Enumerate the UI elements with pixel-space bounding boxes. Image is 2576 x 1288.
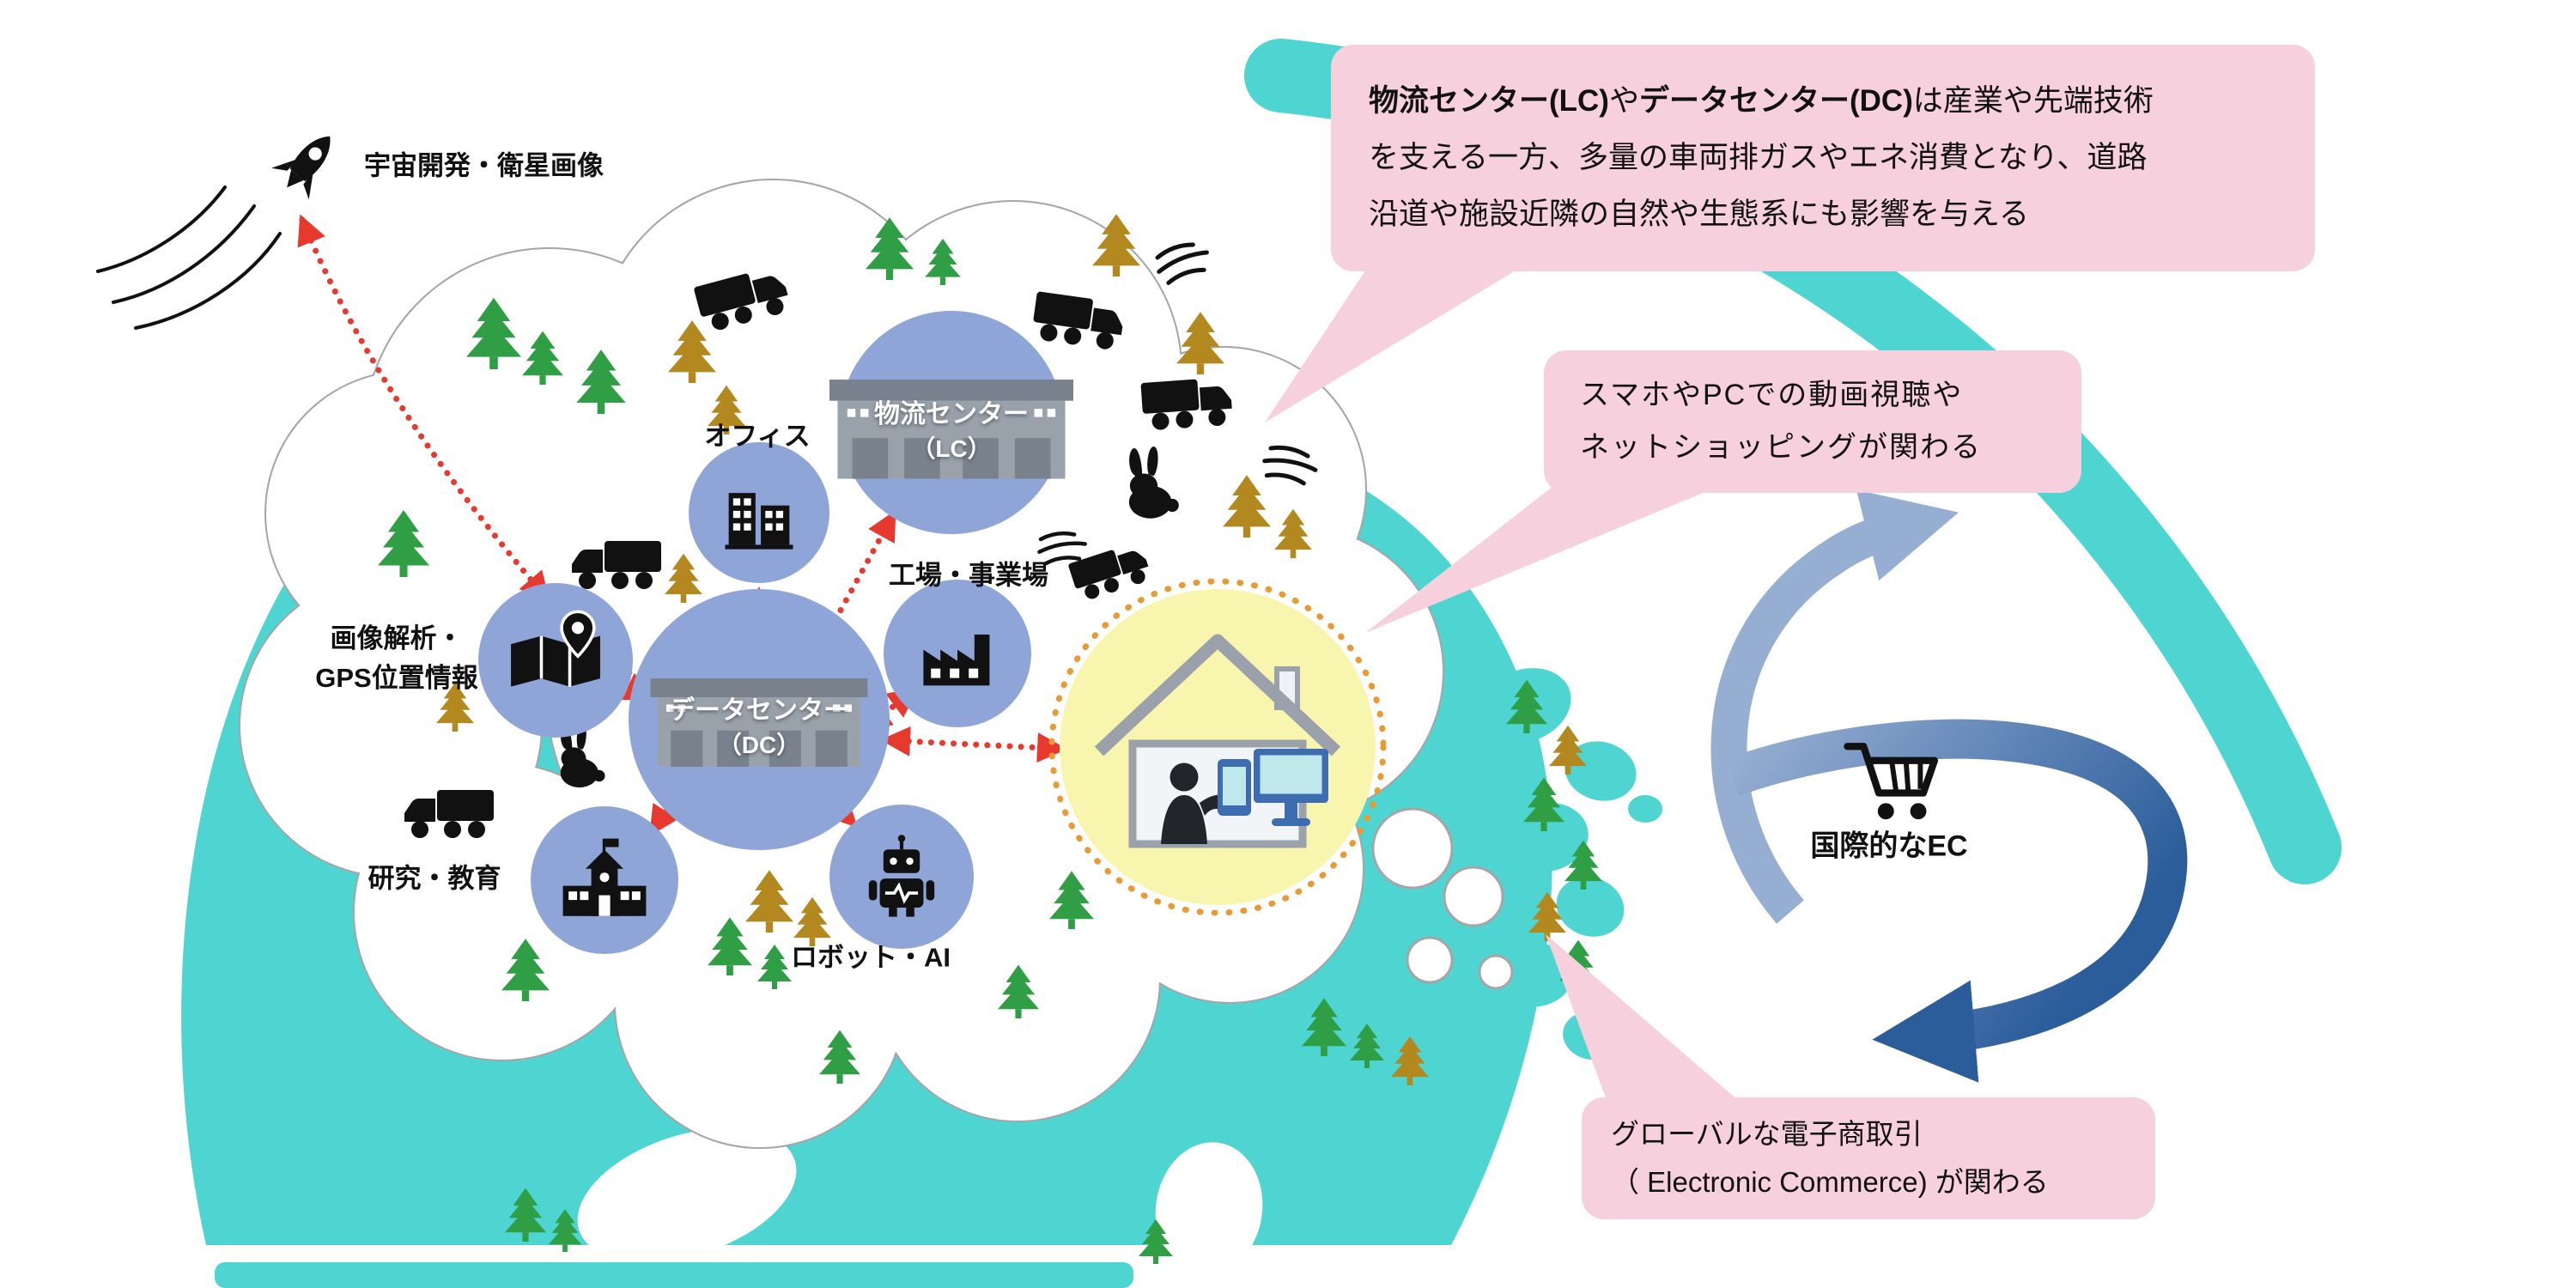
callout-impact-line1: 物流センター(LC)やデータセンター(DC)は産業や先端技術 (1369, 73, 2277, 130)
rocket-icon (271, 136, 331, 200)
factory-icon (923, 635, 990, 686)
callout-impact-tail (1265, 258, 1537, 422)
office-building-icon (725, 493, 793, 550)
rocket-trail-lines (96, 185, 282, 330)
ec-arrow-up (1710, 489, 1959, 924)
logistics-label-line2: （LC） (911, 435, 992, 462)
callout-impact-rest: は産業や先端技術 (1912, 84, 2154, 118)
ec-label: 国際的なEC (1810, 829, 1968, 863)
warehouse-icon-lc (829, 380, 1073, 479)
callout-impact-line2: を支える一方、多量の車両排ガスやエネ消費となり、道路 (1369, 141, 2148, 174)
node-office-circle (689, 442, 829, 583)
gps-label: 画像解析・ GPS位置情報 (315, 619, 477, 698)
lake-shape (577, 1127, 797, 1263)
school-icon (562, 838, 647, 916)
arrow-dc-home (880, 726, 1067, 763)
smartphone-icon (1218, 759, 1251, 816)
thought-puffs (1371, 807, 1514, 990)
consumer-home-ring (1048, 578, 1387, 916)
callout-devices-tail (1365, 468, 1722, 633)
gps-label-line1: 画像解析・ (330, 623, 464, 653)
callout-impact-bold1: 物流センター(LC) (1369, 84, 1609, 118)
node-factory-circle (884, 580, 1031, 727)
arrow-space-gps (297, 214, 550, 603)
office-label: オフィス (704, 421, 811, 452)
gps-label-line2: GPS位置情報 (315, 663, 478, 693)
callout-globalec-line2: （ Electronic Commerce) が関わる (1611, 1166, 2049, 1198)
robot-label: ロボット・AI (791, 942, 951, 973)
house-roof (1094, 634, 1341, 756)
map-pin-icon (511, 610, 600, 687)
factory-label: 工場・事業場 (889, 560, 1048, 591)
callout-impact-bold2: データセンター(DC) (1638, 84, 1913, 118)
callout-impact-mid: や (1608, 84, 1639, 118)
lake-shape (1155, 1142, 1263, 1276)
callout-devices-line1: スマホやPCでの動画視聴や (1580, 379, 1964, 411)
person-icon (1161, 762, 1228, 844)
logistics-label-line1: 物流センター (874, 400, 1029, 428)
node-research-circle (531, 806, 678, 954)
node-gps-circle (478, 583, 633, 738)
callout-globalec-tail (1546, 934, 1752, 1112)
coast-strip (215, 1262, 1133, 1288)
callout-devices-line2: ネットショッピングが関わる (1580, 431, 1982, 464)
space-label: 宇宙開発・衛星画像 (364, 150, 604, 181)
warehouse-icon-dc (650, 678, 868, 767)
monitor-icon (1254, 749, 1328, 826)
house-devices-icon (1094, 634, 1341, 848)
callout-impact: 物流センター(LC)やデータセンター(DC)は産業や先端技術 を支える一方、多量… (1331, 45, 2315, 271)
shopping-cart-icon (1844, 743, 1939, 820)
datacenter-label-line1: データセンター (669, 696, 849, 725)
datacenter-label-line2: （DC） (717, 732, 801, 758)
callout-impact-line3: 沿道や施設近隣の自然や生態系にも影響を与える (1369, 197, 2029, 231)
callout-globalec-line1: グローバルな電子商取引 (1611, 1118, 1923, 1150)
callout-devices: スマホやPCでの動画視聴や ネットショッピングが関わる (1544, 350, 2081, 493)
robot-icon (868, 835, 935, 917)
research-label: 研究・教育 (368, 863, 501, 894)
ec-arrow-down (1726, 719, 2188, 1083)
callout-global-ec: グローバルな電子商取引 （ Electronic Commerce) が関わる (1582, 1097, 2155, 1219)
node-robot-circle (829, 805, 974, 949)
